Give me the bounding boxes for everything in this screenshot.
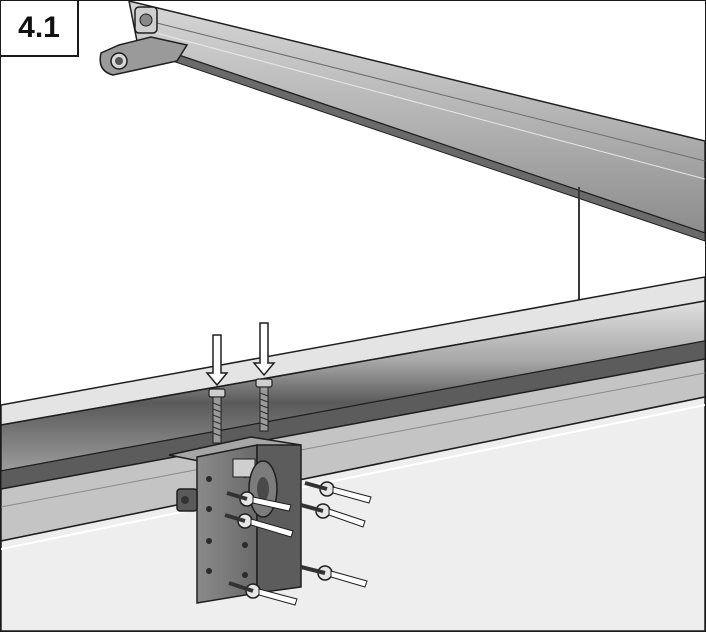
screw-icon: [224, 513, 294, 538]
down-arrow-icon: [205, 334, 229, 387]
screw-icon: [228, 581, 298, 606]
screw-icon: [300, 565, 368, 588]
step-number: 4.1: [1, 1, 79, 57]
screw-icon: [226, 491, 292, 512]
door-panel: [1, 396, 705, 631]
screw-icon: [304, 481, 372, 504]
down-arrow-icon: [252, 322, 276, 377]
screw-icon: [300, 503, 366, 528]
overhead-beam: [128, 1, 705, 242]
screw-icon: [255, 378, 273, 432]
beam-hanger-bracket: [99, 6, 189, 76]
bracket-icon: [168, 436, 302, 604]
screw-icon: [208, 388, 226, 444]
